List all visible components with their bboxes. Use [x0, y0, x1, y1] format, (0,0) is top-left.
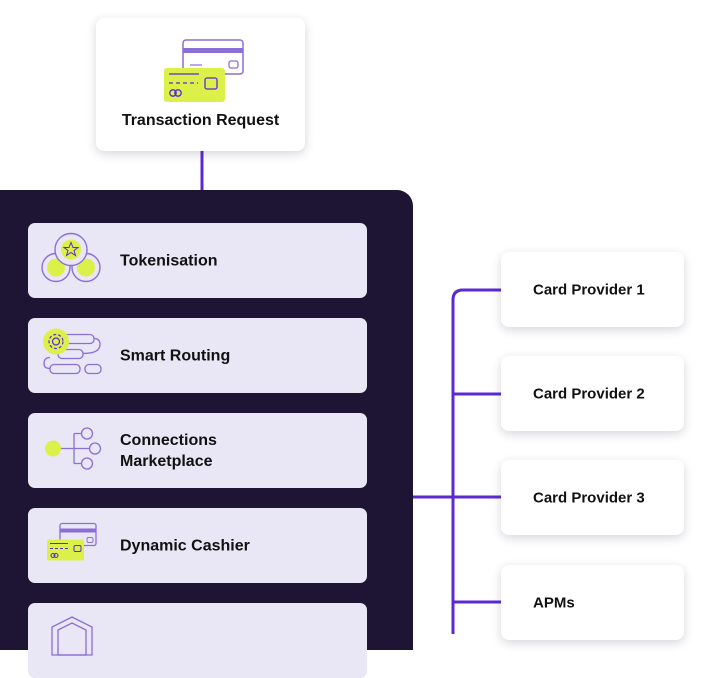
- tokens-icon: [40, 229, 104, 292]
- feature-label: Smart Routing: [120, 347, 231, 364]
- provider-card-2[interactable]: Card Provider 2: [501, 356, 684, 431]
- connector-lines: [200, 151, 501, 634]
- feature-smart-routing[interactable]: Smart Routing: [28, 318, 367, 393]
- connections-tree-icon: [40, 422, 104, 479]
- transaction-request-card[interactable]: Transaction Request: [96, 18, 305, 151]
- platform-panel: Tokenisation Smart Routing: [0, 190, 413, 678]
- routing-gear-icon: [40, 327, 104, 384]
- provider-card-apms[interactable]: APMs: [501, 565, 684, 640]
- feature-label: Connections Marketplace: [120, 430, 217, 472]
- connector-trunk: [451, 288, 501, 634]
- credit-cards-icon: [162, 38, 244, 109]
- feature-label: Dynamic Cashier: [120, 537, 250, 554]
- feature-dynamic-cashier[interactable]: Dynamic Cashier: [28, 508, 367, 583]
- provider-label: APMs: [533, 594, 575, 611]
- feature-connections-marketplace[interactable]: Connections Marketplace: [28, 413, 367, 488]
- credit-cards-icon: [40, 517, 104, 574]
- provider-card-1[interactable]: Card Provider 1: [501, 252, 684, 327]
- provider-label: Card Provider 1: [533, 281, 645, 298]
- feature-label-line2: Marketplace: [120, 452, 213, 470]
- shield-icon: [40, 615, 104, 672]
- feature-tokenisation[interactable]: Tokenisation: [28, 223, 367, 298]
- provider-label: Card Provider 2: [533, 385, 645, 402]
- provider-label: Card Provider 3: [533, 489, 645, 506]
- feature-label: Tokenisation: [120, 252, 218, 269]
- transaction-request-label: Transaction Request: [121, 112, 280, 129]
- feature-label-line1: Connections: [120, 431, 217, 449]
- feature-security[interactable]: [28, 603, 367, 678]
- provider-card-3[interactable]: Card Provider 3: [501, 460, 684, 535]
